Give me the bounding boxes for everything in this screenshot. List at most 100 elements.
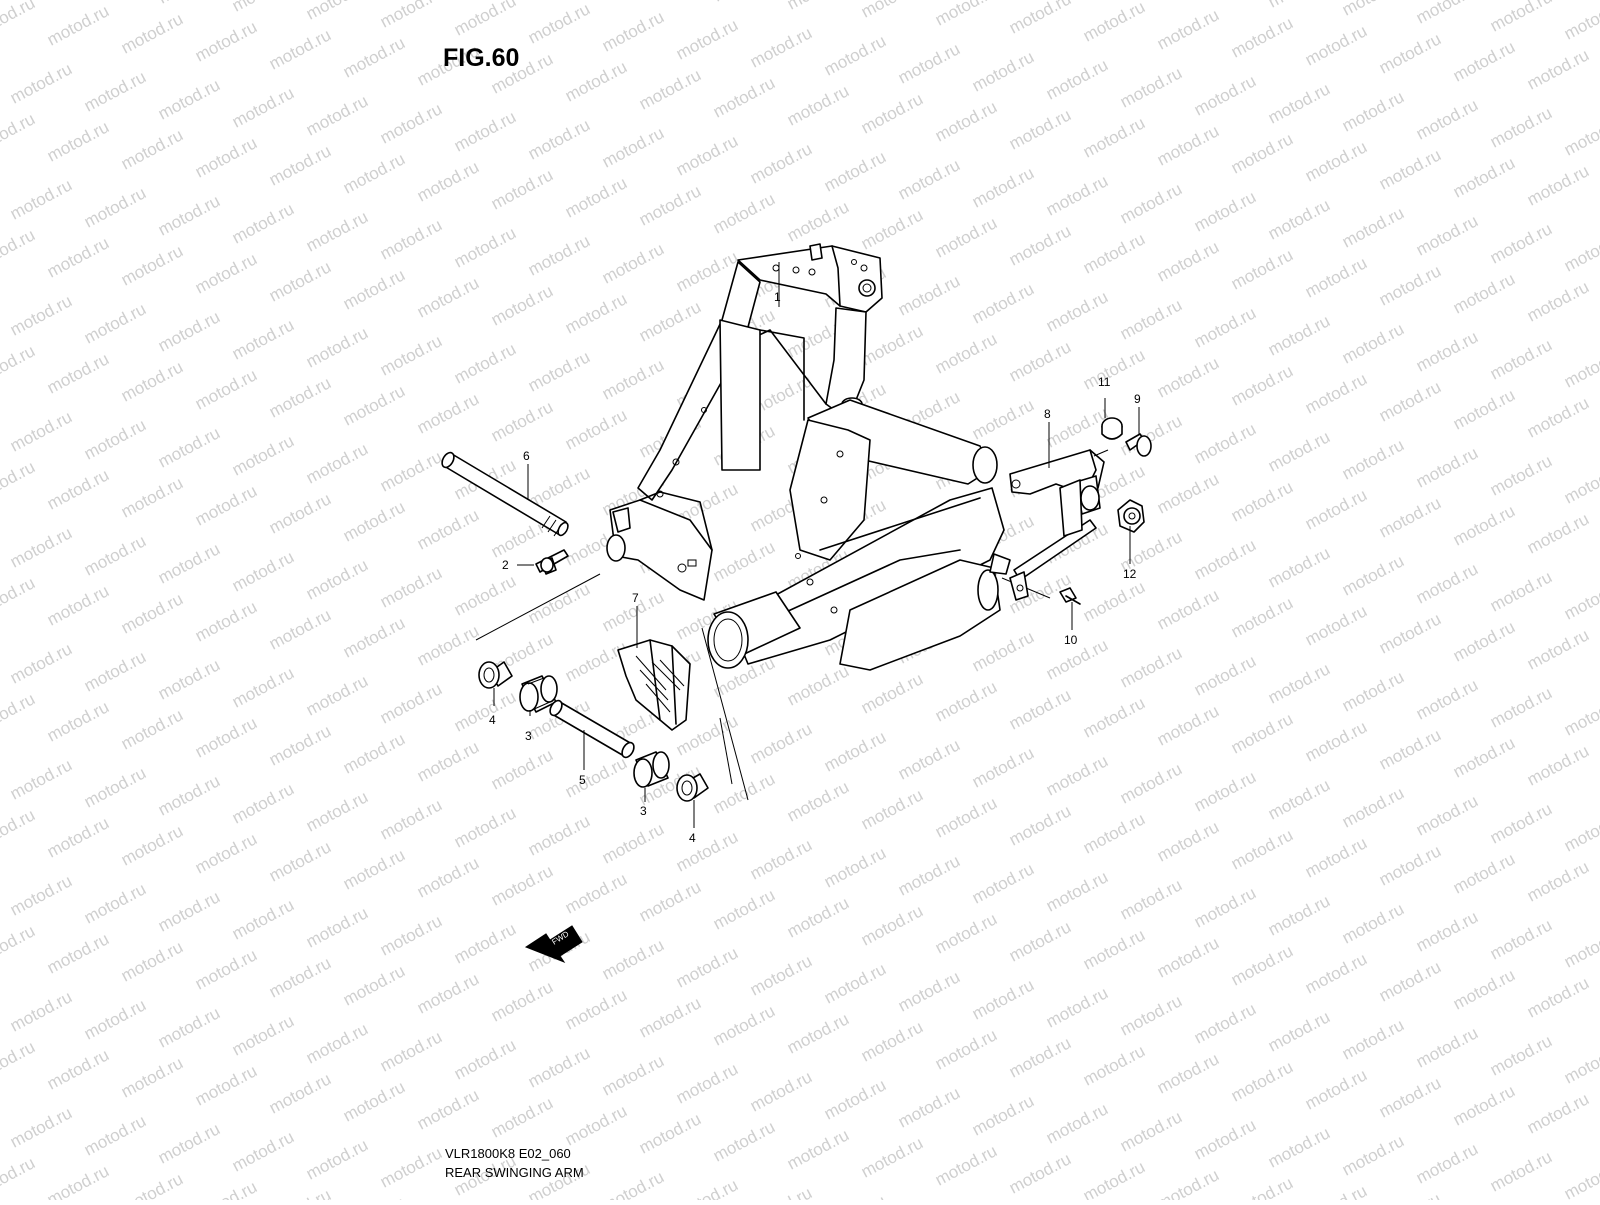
watermark-text: motod.ru: [1117, 295, 1185, 343]
watermark-text: motod.ru: [44, 1, 112, 49]
watermark-text: motod.ru: [1080, 345, 1148, 393]
watermark-text: motod.ru: [673, 1059, 741, 1107]
watermark-text: motod.ru: [377, 911, 445, 959]
watermark-text: motod.ru: [340, 1193, 408, 1200]
watermark-text: motod.ru: [969, 279, 1037, 327]
watermark-text: motod.ru: [81, 415, 149, 463]
watermark-text: motod.ru: [414, 969, 482, 1017]
watermark-text: motod.ru: [1117, 179, 1185, 227]
watermark-text: motod.ru: [858, 205, 926, 253]
watermark-text: motod.ru: [1450, 965, 1518, 1013]
watermark-text: motod.ru: [821, 147, 889, 195]
watermark-text: motod.ru: [0, 1153, 38, 1200]
watermark-text: motod.ru: [1413, 211, 1481, 259]
watermark-text: motod.ru: [1376, 29, 1444, 77]
watermark-text: motod.ru: [488, 1093, 556, 1141]
callout-part-2: 2: [502, 558, 509, 572]
watermark-text: motod.ru: [377, 215, 445, 263]
watermark-text: motod.ru: [1302, 717, 1370, 765]
watermark-text: motod.ru: [1191, 1115, 1259, 1163]
watermark-text: motod.ru: [1080, 229, 1148, 277]
watermark-text: motod.ru: [81, 299, 149, 347]
watermark-text: motod.ru: [1561, 575, 1600, 623]
callout-part-11: 11: [1098, 375, 1111, 389]
watermark-text: motod.ru: [1302, 485, 1370, 533]
watermark-text: motod.ru: [1524, 509, 1592, 557]
watermark-text: motod.ru: [1154, 701, 1222, 749]
callout-part-6: 6: [523, 449, 530, 463]
watermark-text: motod.ru: [784, 893, 852, 941]
watermark-text: motod.ru: [895, 39, 963, 87]
watermark-text: motod.ru: [451, 223, 519, 271]
watermark-text: motod.ru: [118, 241, 186, 289]
watermark-text: motod.ru: [266, 257, 334, 305]
watermark-text: motod.ru: [1228, 245, 1296, 293]
watermark-text: motod.ru: [192, 1061, 260, 1109]
watermark-text: motod.ru: [1265, 891, 1333, 939]
watermark-text: motod.ru: [710, 73, 778, 121]
watermark-text: motod.ru: [1228, 709, 1296, 757]
watermark-text: motod.ru: [340, 613, 408, 661]
leader-lines: [493, 262, 1140, 828]
watermark-text: motod.ru: [1376, 725, 1444, 773]
bearing-upper: [519, 675, 558, 713]
watermark-text: motod.ru: [303, 1135, 371, 1183]
watermark-text: motod.ru: [599, 123, 667, 171]
watermark-text: motod.ru: [562, 173, 630, 221]
watermark-text: motod.ru: [303, 439, 371, 487]
watermark-text: motod.ru: [1006, 801, 1074, 849]
watermark-text: motod.ru: [266, 837, 334, 885]
watermark-text: motod.ru: [1413, 907, 1481, 955]
watermark-text: motod.ru: [377, 1027, 445, 1075]
watermark-text: motod.ru: [81, 531, 149, 579]
watermark-text: motod.ru: [451, 339, 519, 387]
callout-part-4-upper: 4: [489, 713, 496, 727]
watermark-text: motod.ru: [81, 879, 149, 927]
watermark-text: motod.ru: [192, 365, 260, 413]
watermark-text: motod.ru: [0, 0, 38, 42]
watermark-text: motod.ru: [1339, 1131, 1407, 1179]
watermark-text: motod.ru: [969, 975, 1037, 1023]
watermark-text: motod.ru: [710, 769, 778, 817]
watermark-text: motod.ru: [44, 697, 112, 745]
watermark-text: motod.ru: [229, 779, 297, 827]
watermark-text: motod.ru: [784, 0, 852, 14]
watermark-text: motod.ru: [1191, 419, 1259, 467]
watermark-text: motod.ru: [192, 829, 260, 877]
watermark-text: motod.ru: [1302, 369, 1370, 417]
watermark-text: motod.ru: [7, 755, 75, 803]
watermark-text: motod.ru: [451, 803, 519, 851]
watermark-text: motod.ru: [1117, 991, 1185, 1039]
watermark-text: motod.ru: [229, 547, 297, 595]
watermark-text: motod.ru: [858, 321, 926, 369]
watermark-text: motod.ru: [7, 291, 75, 339]
watermark-text: motod.ru: [784, 197, 852, 245]
watermark-text: motod.ru: [229, 83, 297, 131]
watermark-text: motod.ru: [192, 17, 260, 65]
watermark-text: motod.ru: [340, 33, 408, 81]
watermark-text: motod.ru: [1376, 261, 1444, 309]
watermark-text: motod.ru: [377, 563, 445, 611]
watermark-text: motod.ru: [1265, 659, 1333, 707]
watermark-text: motod.ru: [1191, 535, 1259, 583]
watermark-text: motod.ru: [1450, 1081, 1518, 1129]
watermark-text: motod.ru: [710, 537, 778, 585]
watermark-text: motod.ru: [7, 407, 75, 455]
watermark-text: motod.ru: [1376, 1073, 1444, 1121]
watermark-text: motod.ru: [673, 943, 741, 991]
watermark-text: motod.ru: [1376, 609, 1444, 657]
watermark-text: motod.ru: [895, 967, 963, 1015]
watermark-text: motod.ru: [1487, 567, 1555, 615]
watermark-text: motod.ru: [1265, 775, 1333, 823]
watermark-text: motod.ru: [1265, 1123, 1333, 1171]
bearing-lower: [633, 751, 670, 788]
watermark-text: motod.ru: [377, 679, 445, 727]
watermark-text: motod.ru: [1413, 1139, 1481, 1187]
callout-part-3-lower: 3: [640, 804, 647, 818]
watermark-text: motod.ru: [0, 399, 1, 447]
watermark-text: motod.ru: [0, 689, 38, 737]
watermark-text: motod.ru: [266, 721, 334, 769]
watermark-text: motod.ru: [7, 175, 75, 223]
watermark-text: motod.ru: [1117, 759, 1185, 807]
watermark-text: motod.ru: [599, 1051, 667, 1099]
